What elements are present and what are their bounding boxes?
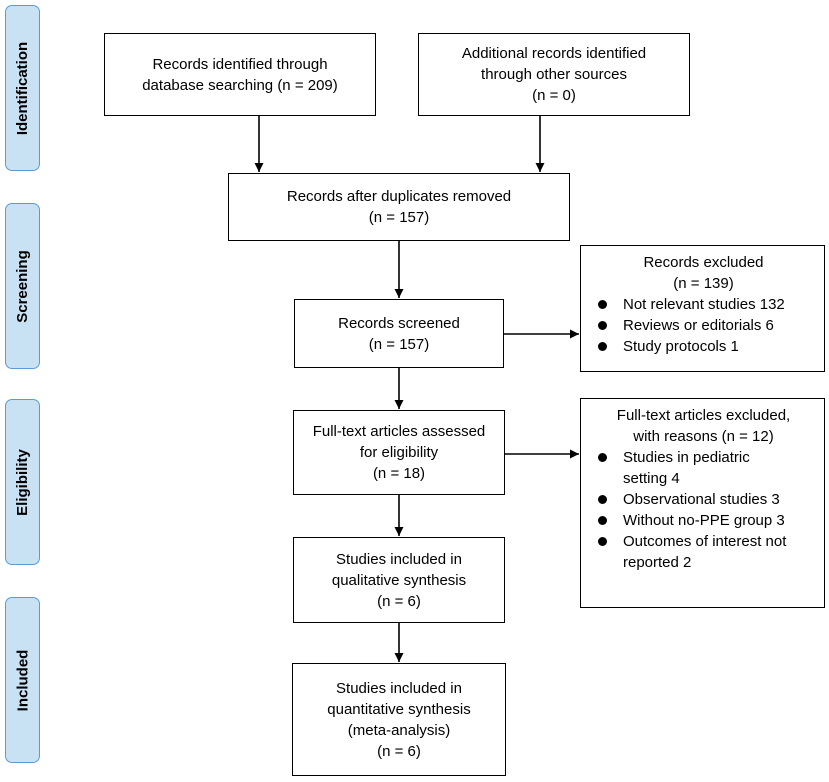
list-item: Not relevant studies 132 <box>593 294 814 315</box>
quantitative-synthesis-box: Studies included in quantitative synthes… <box>292 663 506 776</box>
phase-included: Included <box>5 597 40 763</box>
duplicates-removed-box: Records after duplicates removed (n = 15… <box>228 173 570 241</box>
records-excluded-box: Records excluded (n = 139) Not relevant … <box>580 245 825 372</box>
list-item: Study protocols 1 <box>593 336 814 357</box>
box-line: (n = 0) <box>532 87 576 104</box>
box-line: quantitative synthesis <box>327 700 471 718</box>
box-line: Records identified through <box>152 55 328 73</box>
item-line: Outcomes of interest not <box>623 533 787 550</box>
phase-screening: Screening <box>5 203 40 369</box>
box-line: (n = 157) <box>368 335 430 353</box>
list-item: Outcomes of interest not reported 2 <box>593 531 814 573</box>
fulltext-excluded-box: Full-text articles excluded, with reason… <box>580 398 825 608</box>
database-records-box: Records identified through database sear… <box>104 33 376 116</box>
item-line: setting 4 <box>623 470 680 487</box>
box-line: qualitative synthesis <box>331 571 467 589</box>
box-line: (n = 157) <box>368 209 430 226</box>
item-line: Observational studies 3 <box>623 491 780 508</box>
box-line: database searching (n = 209) <box>142 76 338 94</box>
box-line: (n = 6) <box>377 742 421 760</box>
full-text-assessed-box: Full-text articles assessed for eligibil… <box>293 410 505 495</box>
box-line: Additional records identified <box>461 45 647 62</box>
box-line: with reasons (n = 12) <box>633 428 774 445</box>
list-item: Observational studies 3 <box>593 489 814 510</box>
list-item: Without no-PPE group 3 <box>593 510 814 531</box>
box-line: through other sources <box>481 66 627 83</box>
box-line: Studies included in <box>336 679 462 697</box>
box-line: (n = 6) <box>377 592 421 610</box>
box-line: Studies included in <box>336 550 462 568</box>
box-line: (meta-analysis) <box>347 721 451 739</box>
qualitative-synthesis-box: Studies included in qualitative synthesi… <box>293 537 505 623</box>
item-line: reported 2 <box>623 554 692 571</box>
phase-identification: Identification <box>5 5 40 171</box>
records-excluded-head: Records excluded (n = 139) <box>593 252 814 294</box>
box-line: Full-text articles excluded, <box>616 407 791 424</box>
item-line: Studies in pediatric <box>623 449 750 466</box>
box-line: for eligibility <box>359 444 439 461</box>
item-line: Without no-PPE group 3 <box>623 512 785 529</box>
records-screened-box: Records screened (n = 157) <box>294 299 504 368</box>
box-line: Records screened <box>338 314 460 332</box>
box-line: (n = 139) <box>673 275 734 292</box>
list-item: Reviews or editorials 6 <box>593 315 814 336</box>
box-line: Full-text articles assessed <box>312 423 486 440</box>
fulltext-excluded-list: Studies in pediatric setting 4 Observati… <box>593 447 814 573</box>
phase-eligibility: Eligibility <box>5 399 40 565</box>
other-sources-box: Additional records identified through ot… <box>418 33 690 116</box>
box-line: (n = 18) <box>372 465 426 482</box>
box-line: Records excluded <box>643 254 764 271</box>
fulltext-excluded-head: Full-text articles excluded, with reason… <box>593 405 814 447</box>
list-item: Studies in pediatric setting 4 <box>593 447 814 489</box>
box-line: Records after duplicates removed <box>286 188 512 205</box>
records-excluded-list: Not relevant studies 132 Reviews or edit… <box>593 294 814 357</box>
